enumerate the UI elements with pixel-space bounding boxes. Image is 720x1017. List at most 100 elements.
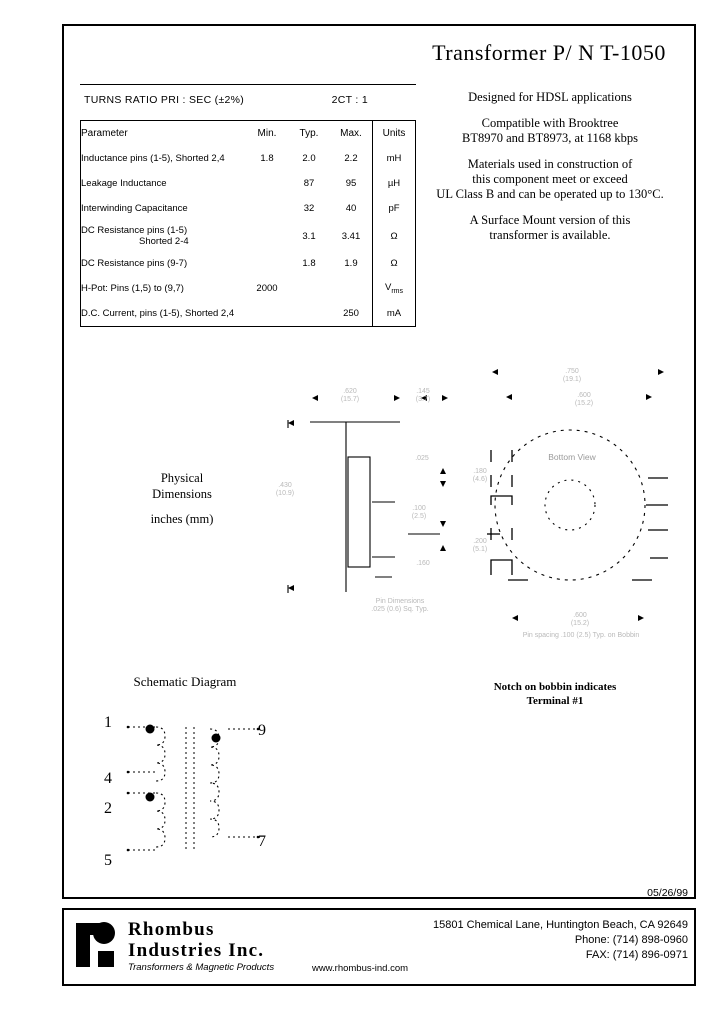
- polarity-dot-primary-upper: [145, 724, 155, 734]
- table-row: Inductance pins (1-5), Shorted 2,4 1.8 2.0…: [81, 146, 415, 171]
- schematic-pin-5: 5: [104, 852, 112, 869]
- cell-typ: 87: [303, 178, 315, 189]
- column-header: Units: [372, 121, 415, 146]
- cell-parameter: Leakage Inductance: [81, 178, 167, 189]
- cell-typ: [288, 276, 330, 301]
- cell-units: mH: [372, 146, 415, 171]
- physical-dimensions-caption: Physical Dimensions inches (mm): [122, 470, 242, 527]
- dimension-callout-bottom-top: .750(19.1): [562, 368, 582, 383]
- cell-min: [246, 251, 288, 276]
- bottom-view-label: Bottom View: [548, 452, 596, 462]
- dimension-note-bottom: Pin spacing .100 (2.5) Typ. on Bobbin: [522, 632, 640, 639]
- description-line: this component meet or exceed: [472, 172, 628, 186]
- physical-title-line2: Dimensions: [152, 487, 212, 501]
- cell-max: 3.41: [341, 230, 361, 242]
- cell-max: 1.9: [344, 258, 358, 269]
- dimension-callout-bottom-bot: .600(15.2): [570, 612, 590, 627]
- description-para-2: Compatible with Brooktree BT8970 and BT8…: [410, 116, 690, 146]
- table-row: H-Pot: Pins (1,5) to (9,7) 2000 Vrms: [81, 276, 415, 301]
- cell-typ: 3.1: [302, 230, 316, 242]
- table-row: D.C. Current, pins (1-5), Shorted 2,4 250…: [81, 301, 415, 326]
- polarity-dot-secondary: [211, 733, 221, 743]
- description-para-4: A Surface Mount version of this transfor…: [410, 213, 690, 243]
- cell-units: Ω: [372, 251, 415, 276]
- description-line: A Surface Mount version of this: [469, 213, 631, 227]
- cell-typ: 32: [303, 203, 315, 214]
- company-website[interactable]: www.rhombus-ind.com: [311, 963, 409, 974]
- secondary-winding: [209, 728, 220, 838]
- cell-max: 95: [345, 178, 357, 189]
- physical-title-line1: Physical: [160, 471, 204, 485]
- company-brand: Rhombus Industries Inc. Transformers & M…: [128, 920, 274, 973]
- description-line: Designed for HDSL applications: [468, 90, 632, 104]
- schematic-pin-9: 9: [258, 722, 266, 739]
- notch-note: Notch on bobbin indicates Terminal #1: [462, 680, 648, 708]
- company-contact: 15801 Chemical Lane, Huntington Beach, C…: [400, 918, 688, 963]
- description-line: UL Class B and can be operated up to 130…: [436, 187, 664, 201]
- schematic-leads: [128, 726, 260, 851]
- cell-parameter: Inductance pins (1-5), Shorted 2,4: [81, 153, 225, 164]
- description-para-3: Materials used in construction of this c…: [410, 157, 690, 202]
- table-row: Interwinding Capacitance 32 40 pF: [81, 196, 415, 221]
- polarity-dot-primary-lower: [145, 792, 155, 802]
- schematic-pin-4: 4: [104, 770, 112, 787]
- column-header: Max.: [340, 128, 362, 139]
- cell-units-subscript: rms: [391, 287, 403, 295]
- turns-ratio-value: 2CT : 1: [331, 94, 368, 106]
- cell-units: µH: [372, 171, 415, 196]
- dimension-callout-top-left: .620(15.7): [340, 388, 360, 403]
- company-tagline: Transformers & Magnetic Products: [128, 962, 275, 973]
- cell-max: [330, 276, 373, 301]
- date-stamp: 05/26/99: [647, 887, 688, 899]
- dimension-callout-body-mid: .100(2.5): [411, 505, 427, 520]
- cell-typ: 2.0: [302, 153, 316, 164]
- cell-parameter: DC Resistance pins (9-7): [81, 258, 188, 269]
- turns-ratio-rule: [80, 84, 416, 85]
- notch-note-line2: Terminal #1: [526, 695, 584, 707]
- notch-note-line1: Notch on bobbin indicates: [493, 681, 617, 693]
- cell-parameter: H-Pot: Pins (1,5) to (9,7): [81, 283, 184, 294]
- company-phone: Phone: (714) 898-0960: [574, 934, 688, 946]
- cell-min: 1.8: [260, 153, 274, 164]
- cell-min: 2000: [256, 283, 278, 294]
- cell-units: Vrms: [372, 276, 415, 301]
- primary-winding-lower: [155, 792, 166, 848]
- dimension-callout-body-bottom: .160: [416, 560, 430, 567]
- primary-winding-upper: [155, 726, 166, 782]
- dimension-callout-body-top: .025: [415, 455, 429, 462]
- physical-units: inches (mm): [150, 512, 214, 526]
- description-line: transformer is available.: [489, 228, 611, 242]
- dimension-callout-left: .430(10.9): [275, 482, 295, 497]
- schematic-title: Schematic Diagram: [133, 674, 237, 689]
- cell-units: mA: [372, 301, 415, 326]
- cell-parameter: D.C. Current, pins (1-5), Shorted 2,4: [81, 308, 235, 319]
- dimension-note-side: Pin Dimensions.025 (0.6) Sq. Typ.: [371, 598, 429, 613]
- description-para-1: Designed for HDSL applications: [410, 90, 690, 105]
- schematic-pin-7: 7: [258, 833, 266, 850]
- cell-typ: [288, 301, 330, 326]
- schematic-pin-2: 2: [104, 800, 112, 817]
- dimension-callout-top-right: .145(3.7): [415, 388, 431, 403]
- cell-min: [246, 301, 288, 326]
- dimension-callout-right-lower: .200(5.1): [472, 538, 488, 553]
- company-address: 15801 Chemical Lane, Huntington Beach, C…: [432, 919, 688, 931]
- dimension-callout-bottom-inner: .600(15.2): [574, 392, 594, 407]
- cell-max: 40: [345, 203, 357, 214]
- cell-parameter: Interwinding Capacitance: [81, 203, 188, 214]
- description-line: Compatible with Brooktree: [481, 116, 619, 130]
- cell-units: pF: [372, 196, 415, 221]
- dimension-callout-right-upper: .180(4.6): [472, 468, 488, 483]
- cell-max: 250: [343, 308, 359, 319]
- company-name-line1: Rhombus: [128, 919, 215, 940]
- table-row: Leakage Inductance 87 95 µH: [81, 171, 415, 196]
- cell-parameter-sub: Shorted 2-4: [139, 236, 189, 247]
- page-title: Transformer P/ N T-1050: [432, 40, 666, 65]
- company-fax: FAX: (714) 896-0971: [585, 949, 688, 961]
- schematic-pin-1: 1: [104, 714, 112, 731]
- cell-min: [246, 196, 288, 221]
- page-border: [62, 24, 696, 899]
